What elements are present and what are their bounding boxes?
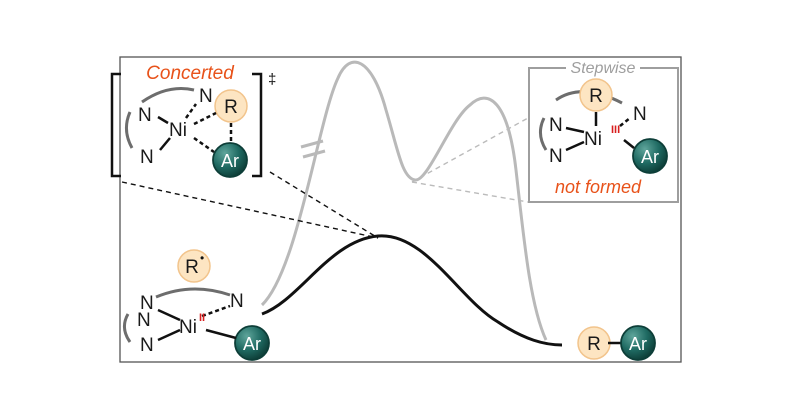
bond-ni-n-right — [619, 117, 631, 127]
nitrogen-right: N — [633, 104, 647, 125]
nitrogen-bottom: N — [140, 335, 154, 356]
ar-group-label: Ar — [641, 147, 659, 167]
concerted-callout-line-1 — [121, 181, 379, 239]
ar-group-label: Ar — [243, 334, 261, 354]
bond-ni-ar-dashed — [193, 136, 215, 154]
r-radical-label: R — [185, 257, 199, 278]
stepwise-energy-curve — [260, 60, 548, 341]
bond-ni-n-bottom — [157, 328, 181, 342]
bond-ni-n-left — [157, 308, 181, 322]
break-mark-line-1 — [300, 139, 324, 149]
ligand-arc-top — [141, 87, 195, 104]
nitrogen-bottom: N — [549, 146, 563, 167]
ar-group-sphere — [632, 138, 668, 174]
ar-group-sphere — [212, 142, 248, 178]
radical-dot: • — [200, 251, 204, 265]
ar-group-sphere — [234, 325, 270, 361]
concerted-energy-curve — [261, 234, 563, 347]
nickel-atom: Ni — [584, 129, 602, 150]
stepwise-label-background — [566, 58, 640, 78]
ligand-arc-top — [155, 287, 231, 299]
nitrogen-left: N — [138, 105, 152, 126]
dagger-symbol: ‡ — [268, 71, 276, 88]
break-mark-line-2 — [302, 149, 326, 159]
not-formed-label: not formed — [555, 177, 642, 197]
product-r-ar: R Ar — [577, 325, 656, 361]
concerted-label: Concerted — [146, 63, 235, 84]
nitrogen-left: N — [137, 310, 151, 331]
r-radical-sphere — [177, 249, 211, 283]
bond-ni-n-top — [184, 103, 198, 119]
r-group-label: R — [587, 334, 601, 355]
nickel-oxidation-state: III — [611, 124, 620, 136]
ar-group-label: Ar — [629, 334, 647, 354]
nitrogen-top: N — [199, 86, 213, 107]
stepwise-label: Stepwise — [571, 60, 636, 77]
diagram-frame — [119, 56, 682, 363]
bond-ni-n-bottom — [159, 137, 171, 151]
bond-ni-n-bottom — [565, 140, 585, 152]
stepwise-callout-line-1 — [411, 117, 529, 183]
bond-ni-r-dashed — [193, 111, 217, 126]
concerted-callout-line-2 — [269, 171, 379, 239]
bond-ni-n-left — [157, 115, 169, 125]
ligand-arc-left — [539, 117, 548, 151]
bond-ni-n-left — [565, 126, 585, 134]
ar-group-label: Ar — [221, 151, 239, 171]
nitrogen-right: N — [230, 291, 244, 312]
nickel-oxidation-state: II — [199, 312, 205, 324]
right-bracket — [252, 72, 263, 178]
starting-complex: R • Ar N N N N Ni II — [123, 249, 270, 361]
concerted-transition-state: Concerted ‡ R Ar N N N Ni — [110, 63, 276, 178]
stepwise-intermediate-box: Stepwise R Ar N N N Ni III not formed — [528, 58, 679, 203]
r-group-sphere — [214, 89, 248, 123]
nitrogen-bottom: N — [140, 147, 154, 168]
stepwise-callout-line-2 — [411, 181, 529, 203]
r-group-label: R — [589, 86, 603, 107]
bond-ni-ar — [623, 139, 635, 149]
nickel-atom: Ni — [169, 120, 187, 141]
ligand-arc-left — [125, 111, 134, 149]
r-group-label: R — [224, 97, 238, 118]
nickel-atom: Ni — [179, 317, 197, 338]
ar-group-sphere — [620, 325, 656, 361]
ligand-arc-left — [123, 313, 132, 343]
nitrogen-left: N — [549, 115, 563, 136]
nitrogen-top-left: N — [140, 293, 154, 314]
bond-ni-ar — [205, 328, 237, 340]
left-bracket — [110, 72, 121, 178]
r-group-sphere — [579, 78, 613, 112]
bond-ni-n-right — [201, 304, 231, 318]
